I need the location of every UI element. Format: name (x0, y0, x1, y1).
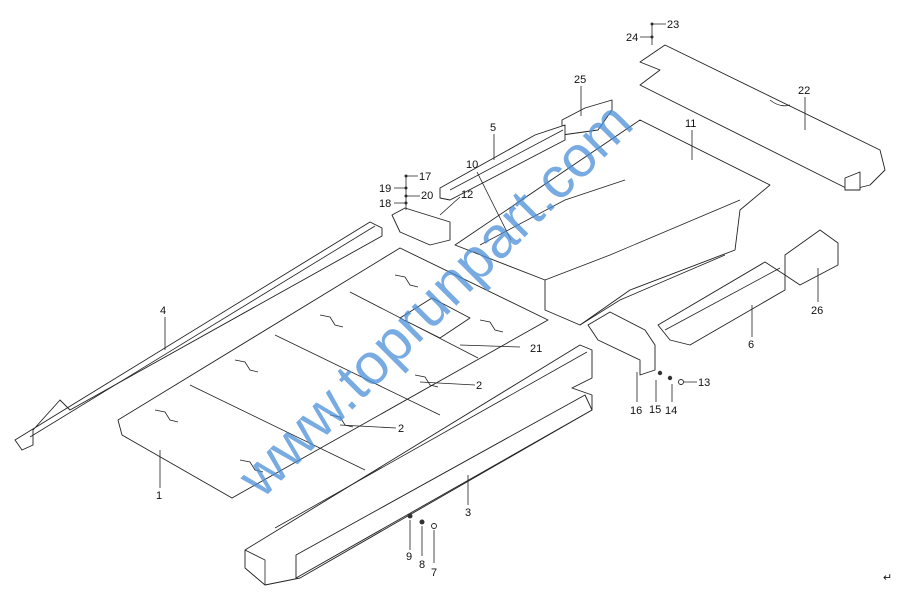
label-10: 10 (466, 159, 478, 171)
label-14: 14 (665, 405, 677, 417)
part-22-cover (639, 44, 886, 191)
label-11: 11 (685, 118, 696, 130)
part-1-floor (117, 247, 549, 499)
fasteners (404, 22, 684, 529)
label-16: 16 (630, 405, 642, 417)
label-17: 17 (419, 171, 431, 183)
return-mark: ↵ (883, 572, 892, 584)
label-2a: 2 (476, 380, 482, 392)
label-21: 21 (530, 343, 542, 355)
label-23: 23 (667, 19, 679, 31)
label-25: 25 (574, 74, 586, 86)
leader-lines (159, 23, 819, 563)
part-4-side-rail (14, 221, 383, 451)
label-5: 5 (490, 122, 496, 134)
label-7: 7 (431, 567, 437, 579)
label-1: 1 (156, 490, 162, 502)
part-6-channel (657, 261, 786, 346)
part-labels: 1 2 2 3 4 5 6 7 8 9 10 11 12 13 14 15 16… (156, 19, 892, 584)
label-22: 22 (798, 85, 810, 97)
label-18: 18 (379, 198, 391, 210)
label-24: 24 (626, 32, 638, 44)
part-26-bracket (784, 229, 839, 286)
part-16-bracket (587, 311, 656, 376)
label-19: 19 (379, 183, 391, 195)
label-26: 26 (811, 305, 823, 317)
label-20: 20 (421, 190, 433, 202)
part-3-side-rail (244, 344, 593, 586)
label-13: 13 (698, 377, 710, 389)
label-2b: 2 (398, 423, 404, 435)
label-6: 6 (748, 339, 754, 351)
label-4: 4 (160, 305, 166, 317)
label-9: 9 (406, 551, 412, 563)
part-12-bracket (391, 207, 451, 246)
part-11-tray (454, 119, 771, 326)
label-8: 8 (419, 559, 425, 571)
label-3: 3 (465, 507, 471, 519)
label-12: 12 (461, 189, 473, 201)
label-15: 15 (649, 404, 661, 416)
part-5-channel (439, 124, 566, 201)
